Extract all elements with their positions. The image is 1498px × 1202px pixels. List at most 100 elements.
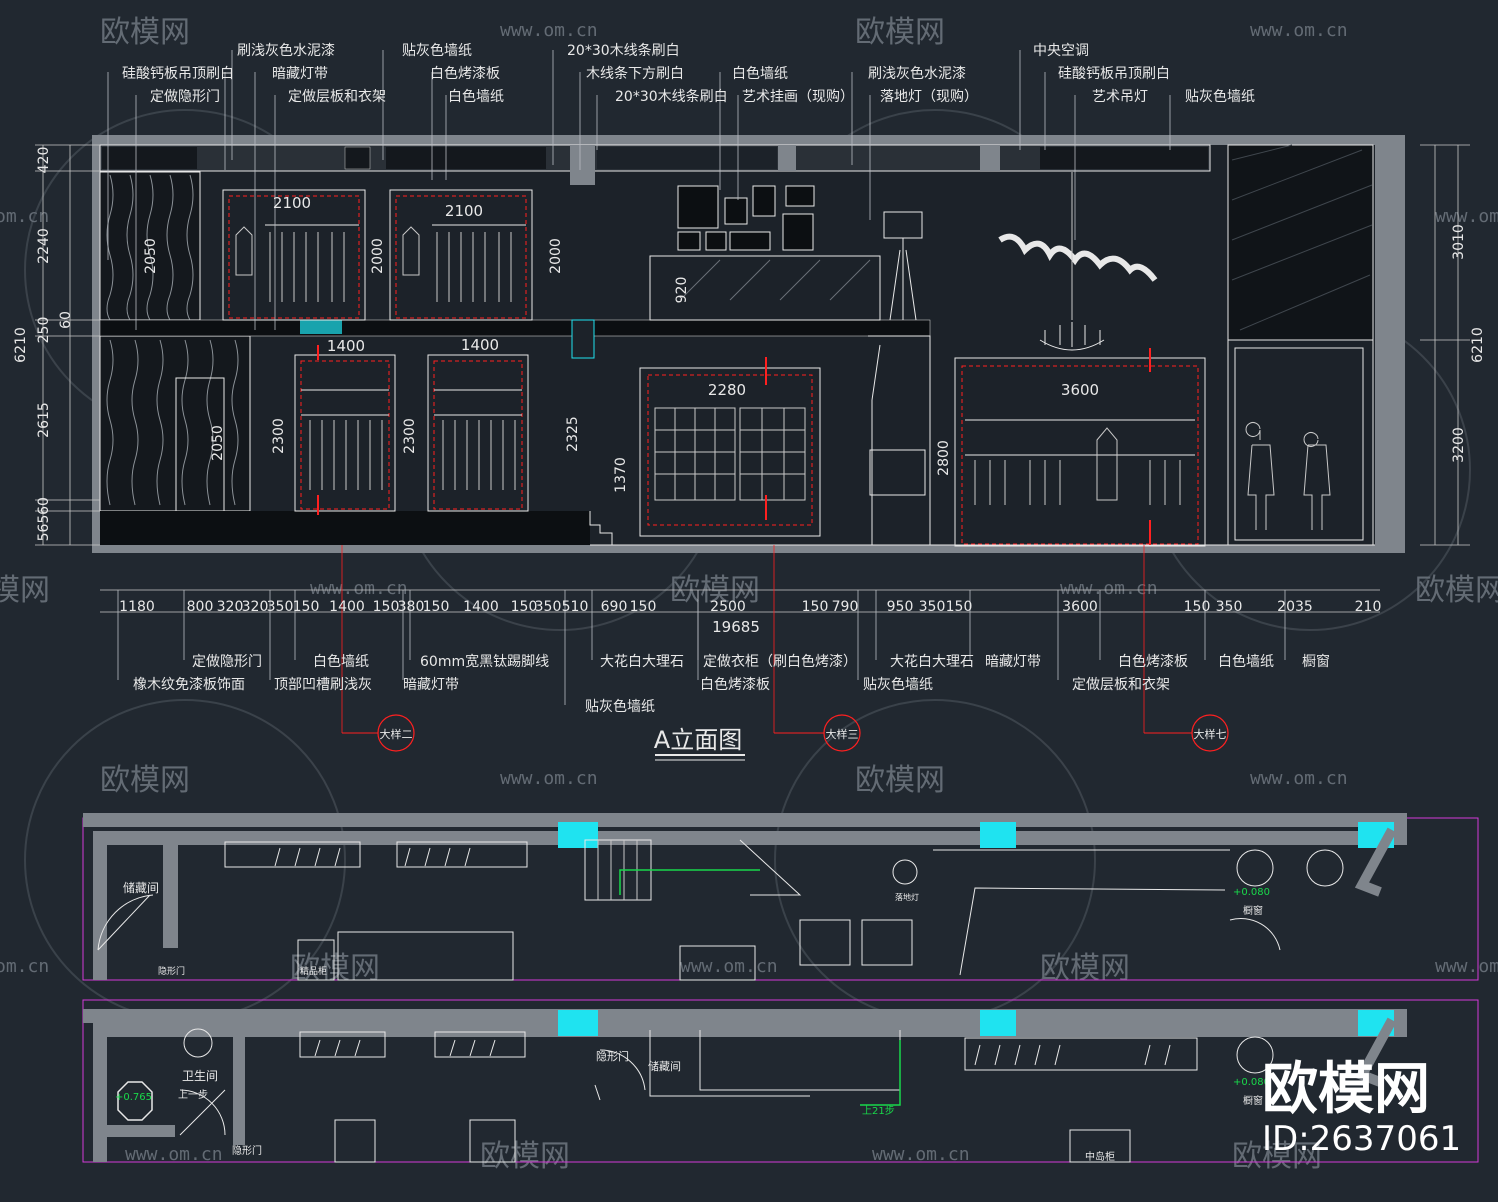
callout: 硅酸钙板吊顶刷白: [122, 66, 234, 82]
detail-marker: 大样三: [826, 727, 859, 741]
show-window: [1227, 339, 1374, 546]
callout: 中央空调: [1033, 43, 1089, 59]
floor-slab: [99, 319, 931, 337]
callout: 20*30木线条刷白: [567, 42, 680, 59]
dim-label: 3010: [1451, 224, 1467, 260]
watermark-brand: 欧模网: [1415, 573, 1498, 608]
dim-label: 420: [36, 147, 52, 174]
plan-label: 隐形门: [158, 965, 185, 977]
brand-overlay: 欧模网: [1262, 1057, 1430, 1122]
dim-label: 380: [398, 599, 425, 615]
watermark-url: om.cn: [0, 206, 49, 227]
drawing-title: A立面图: [654, 726, 742, 754]
watermark-brand: 欧模网: [100, 15, 190, 50]
dim-label: 6210: [1470, 327, 1486, 363]
watermark-url: www.om.cn: [680, 956, 778, 977]
dim-label: 2500: [710, 599, 746, 615]
callout: 艺术挂画（现购）: [742, 89, 854, 105]
dim-label: 2000: [548, 238, 564, 274]
dim-label: 3600: [1061, 381, 1099, 399]
plan-label: 储藏间: [123, 880, 159, 895]
watermark-url: www.om.cn: [1060, 578, 1158, 599]
plan-level: +0.080: [1233, 1077, 1270, 1088]
dim-label: 150: [511, 599, 538, 615]
dim-label: 350: [267, 599, 294, 615]
dim-label: 6210: [13, 327, 29, 363]
dim-label: 3600: [1062, 599, 1098, 615]
callout: 大花白大理石: [890, 654, 974, 670]
dim-label: 150: [1184, 599, 1211, 615]
dim-label: 510: [562, 599, 589, 615]
floor-lamp: [883, 211, 923, 321]
detail-marker: 大样二: [380, 727, 413, 741]
watermark-url: www.om.cn: [872, 1144, 970, 1165]
callout: 白色墙纸: [732, 65, 788, 82]
dim-label: 2000: [370, 238, 386, 274]
callout: 定做隐形门: [150, 89, 220, 105]
callout: 白色墙纸: [1218, 653, 1274, 670]
watermark-brand: 欧模网: [670, 573, 760, 608]
callout: 20*30木线条刷白: [615, 88, 728, 105]
dim-label: 2800: [936, 440, 952, 476]
watermark-url: www.om.cn: [500, 768, 598, 789]
plan-label: 上21步: [862, 1105, 895, 1117]
callout: 暗藏灯带: [985, 654, 1041, 670]
dim-label: 60: [36, 497, 52, 515]
watermark-url: www.om.cn: [500, 20, 598, 41]
plan-label: 落地灯: [895, 892, 919, 902]
callout: 橡木纹免漆板饰面: [133, 677, 245, 693]
dim-label: 800: [187, 599, 214, 615]
callout: 贴灰色墙纸: [402, 42, 472, 59]
watermark-brand: 欧模网: [855, 15, 945, 50]
dim-label: 150: [802, 599, 829, 615]
callout: 定做层板和衣架: [1072, 677, 1170, 693]
total-dim-label: 19685: [712, 618, 760, 636]
dim-label: 250: [36, 317, 52, 344]
dim-label: 2325: [565, 416, 581, 452]
dim-label: 210: [1355, 599, 1382, 615]
callout: 贴灰色墙纸: [585, 698, 655, 715]
watermark-url: om.cn: [0, 956, 49, 977]
dim-label: 150: [293, 599, 320, 615]
dim-label: 2300: [402, 418, 418, 454]
dim-label: 150: [373, 599, 400, 615]
plan-label: 中岛柜: [1085, 1150, 1115, 1163]
callout: 白色烤漆板: [1118, 653, 1188, 670]
watermark-brand: 欧模网: [480, 1139, 570, 1174]
callout: 白色墙纸: [313, 653, 369, 670]
plan-label: 卫生间: [182, 1069, 218, 1083]
watermark-brand: 欧模网: [1232, 1139, 1322, 1174]
dim-label: 2100: [445, 202, 483, 220]
lower-wardrobes: [294, 354, 529, 512]
plan-label: 橱窗: [1243, 904, 1263, 917]
dim-label: 150: [630, 599, 657, 615]
dim-label: 1400: [463, 599, 499, 615]
callout: 暗藏灯带: [403, 677, 459, 693]
dim-label: 2280: [708, 381, 746, 399]
dim-label: 2050: [143, 238, 159, 274]
plan-label: 隐形门: [232, 1144, 262, 1157]
callout: 定做层板和衣架: [288, 89, 386, 105]
dim-label: 2240: [36, 228, 52, 264]
callout: 白色烤漆板: [700, 676, 770, 693]
dim-label: 320: [217, 599, 244, 615]
upper-wardrobes: [222, 189, 533, 321]
floor-plan-2: [82, 999, 1479, 1163]
dim-label: 1400: [329, 599, 365, 615]
watermark-brand: 模网: [0, 573, 50, 608]
watermark-brand: 欧模网: [855, 763, 945, 798]
plan-level: +0.080: [1233, 887, 1270, 898]
plan-label: 精品柜: [300, 965, 327, 977]
id-overlay: ID:2637061: [1262, 1119, 1461, 1159]
watermark-url: www.om.cn: [1250, 768, 1348, 789]
dim-label: 2300: [271, 418, 287, 454]
callout: 落地灯（现购）: [880, 89, 978, 105]
watermark-url: www.om.cn: [1435, 956, 1498, 977]
detail-marker: 大样七: [1194, 727, 1227, 741]
dim-label: 60: [58, 311, 74, 329]
plan-label: 隐形门: [596, 1049, 629, 1063]
dim-label: 150: [423, 599, 450, 615]
plan-label: 橱窗: [1243, 1094, 1263, 1107]
center-cabinet: [639, 367, 821, 537]
